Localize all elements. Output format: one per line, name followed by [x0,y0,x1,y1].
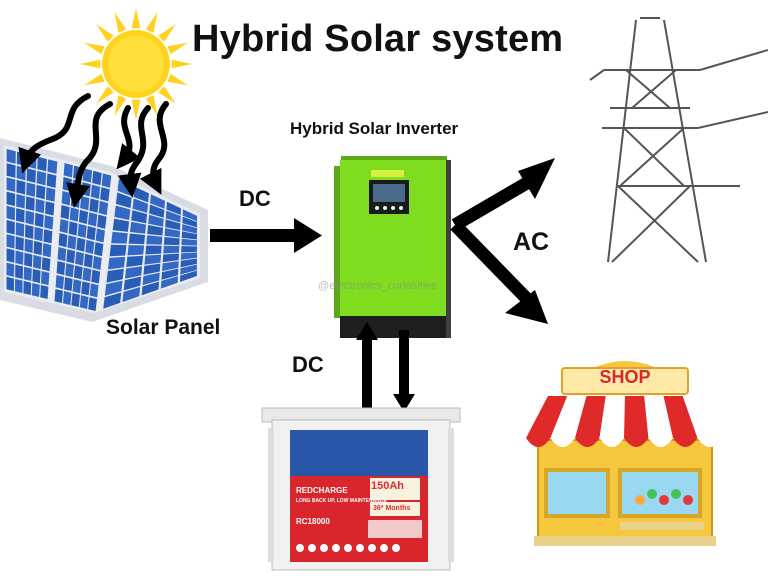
battery-brand: REDCHARGE [296,486,348,495]
transmission-tower-icon [589,17,768,263]
solar-panel-icon [0,138,208,322]
dc-label-panel: DC [239,186,271,211]
battery-icon [261,407,461,571]
dc-label-battery: DC [292,352,324,377]
ac-label: AC [513,228,550,256]
dc-arrows-battery [356,322,415,412]
solar-panel-label: Solar Panel [106,316,221,339]
battery-warranty: 36* Months [373,505,411,512]
diagram-title: Hybrid Solar system [192,18,564,60]
inverter-icon [334,156,451,338]
inverter-label: Hybrid Solar Inverter [290,119,459,138]
battery-capacity: 150Ah [371,480,405,492]
dc-arrow-panel-to-inverter [210,218,322,253]
ac-output-arrows [450,158,555,324]
shop-icon [526,361,722,546]
battery-model: RC18000 [296,517,330,526]
sunbeam-arrows [18,93,169,208]
shop-sign: SHOP [599,367,651,387]
battery-tagline: LONG BACK UP, LOW MAINTENANCE [296,498,387,504]
watermark: @electronics_curiosities [318,280,437,292]
sun-icon [80,8,192,120]
